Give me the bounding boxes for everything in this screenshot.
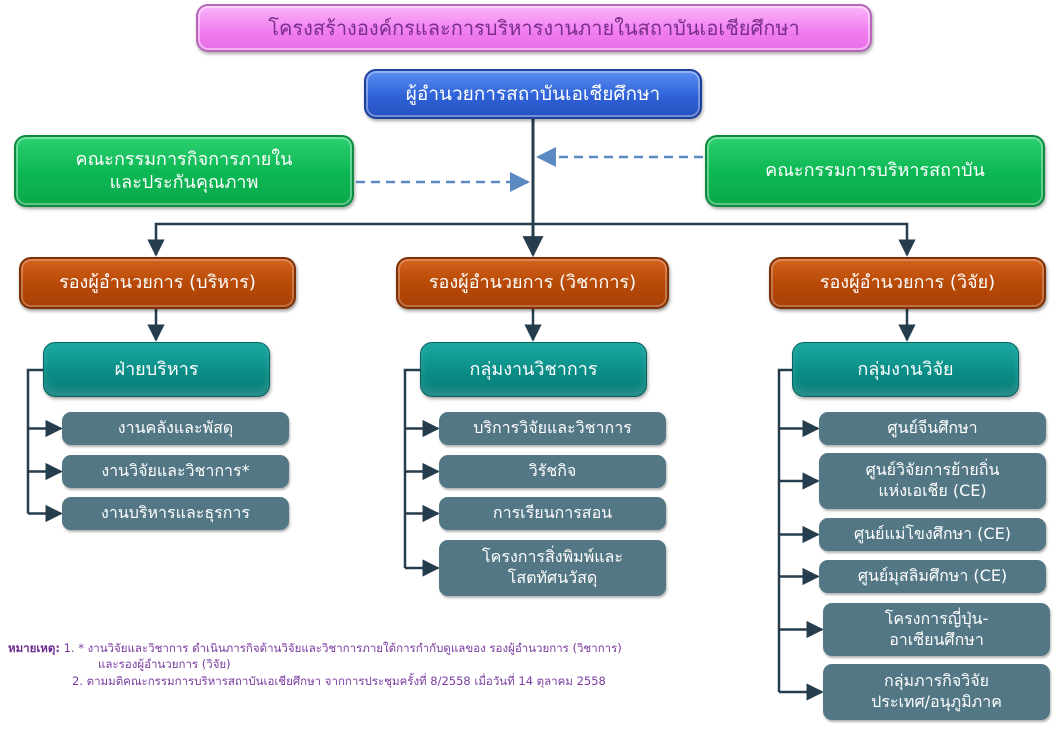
chart-title: โครงสร้างองค์กรและการบริหารงานภายในสถาบั…	[196, 4, 872, 52]
unit-label: โครงการสิ่งพิมพ์และ	[482, 547, 623, 567]
note-item-1-continued: และรองผู้อำนวยการ (วิจัย)	[98, 657, 231, 671]
unit-box[interactable]: กลุ่มภารกิจวิจัยประเทศ/อนุภูมิภาค	[823, 664, 1050, 720]
deputy-admin-box[interactable]: รองผู้อำนวยการ (บริหาร)	[19, 257, 296, 309]
group-bus-line	[777, 368, 792, 692]
group-admin-box[interactable]: ฝ่ายบริหาร	[43, 342, 270, 397]
group-bus-line	[403, 368, 420, 568]
unit-label: แห่งเอเชีย (CE)	[878, 481, 987, 500]
committee-left-line-1: คณะกรรมการกิจการภายใน	[75, 148, 293, 170]
unit-box[interactable]: การเรียนการสอน	[439, 497, 666, 530]
unit-box[interactable]: งานวิจัยและวิชาการ*	[62, 455, 289, 488]
unit-box[interactable]: โครงการญี่ปุ่น-อาเซียนศึกษา	[823, 603, 1050, 656]
note-item-2: 2. ตามมติคณะกรรมการบริหารสถาบันเอเชียศึก…	[72, 674, 606, 688]
director-box[interactable]: ผู้อำนวยการสถาบันเอเชียศึกษา	[364, 69, 702, 119]
unit-box[interactable]: บริการวิจัยและวิชาการ	[439, 412, 666, 445]
unit-label: ศูนย์แม่โขงศึกษา (CE)	[854, 524, 1011, 544]
unit-label: งานวิจัยและวิชาการ*	[101, 461, 250, 481]
unit-box[interactable]: ศูนย์มุสลิมศึกษา (CE)	[819, 560, 1046, 593]
deputy-bus	[154, 222, 909, 254]
unit-box[interactable]: ศูนย์วิจัยการย้ายถิ่นแห่งเอเชีย (CE)	[819, 453, 1046, 509]
unit-label: การเรียนการสอน	[492, 503, 613, 523]
internal-affairs-committee-box[interactable]: คณะกรรมการกิจการภายใน และประกันคุณภาพ	[14, 135, 354, 207]
unit-box[interactable]: งานบริหารและธุรการ	[62, 497, 289, 530]
deputy-research-box[interactable]: รองผู้อำนวยการ (วิจัย)	[769, 257, 1046, 309]
unit-label: วิรัชกิจ	[528, 461, 577, 481]
unit-label: โสตทัศนวัสดุ	[507, 568, 598, 587]
unit-label: กลุ่มภารกิจวิจัย	[884, 671, 989, 691]
executive-committee-box[interactable]: คณะกรรมการบริหารสถาบัน	[705, 135, 1045, 207]
group-research-box[interactable]: กลุ่มงานวิจัย	[792, 342, 1019, 397]
unit-label: ประเทศ/อนุภูมิภาค	[871, 692, 1002, 711]
unit-box[interactable]: โครงการสิ่งพิมพ์และโสตทัศนวัสดุ	[439, 540, 666, 596]
note-label: หมายเหตุ:	[8, 641, 60, 655]
group-bus-line	[26, 368, 43, 514]
note-item-1: 1. * งานวิจัยและวิชาการ ดำเนินภารกิจด้าน…	[63, 641, 622, 655]
unit-box[interactable]: ศูนย์แม่โขงศึกษา (CE)	[819, 518, 1046, 551]
unit-box[interactable]: งานคลังและพัสดุ	[62, 412, 289, 445]
unit-label: ศูนย์วิจัยการย้ายถิ่น	[865, 460, 1000, 480]
committee-left-line-2: และประกันคุณภาพ	[109, 172, 259, 193]
unit-box[interactable]: วิรัชกิจ	[439, 455, 666, 488]
unit-label: งานบริหารและธุรการ	[101, 503, 250, 523]
unit-label: บริการวิจัยและวิชาการ	[473, 418, 632, 438]
unit-label: อาเซียนศึกษา	[889, 629, 984, 649]
unit-label: งานคลังและพัสดุ	[117, 418, 234, 438]
unit-label: ศูนย์จีนศึกษา	[887, 418, 978, 438]
unit-box[interactable]: ศูนย์จีนศึกษา	[819, 412, 1046, 445]
deputy-academic-box[interactable]: รองผู้อำนวยการ (วิชาการ)	[396, 257, 669, 309]
group-academic-box[interactable]: กลุ่มงานวิชาการ	[420, 342, 647, 397]
unit-label: ศูนย์มุสลิมศึกษา (CE)	[857, 566, 1008, 586]
note-line-1: หมายเหตุ: 1. * งานวิจัยและวิชาการ ดำเนิน…	[8, 640, 622, 658]
unit-label: โครงการญี่ปุ่น-	[884, 608, 989, 628]
